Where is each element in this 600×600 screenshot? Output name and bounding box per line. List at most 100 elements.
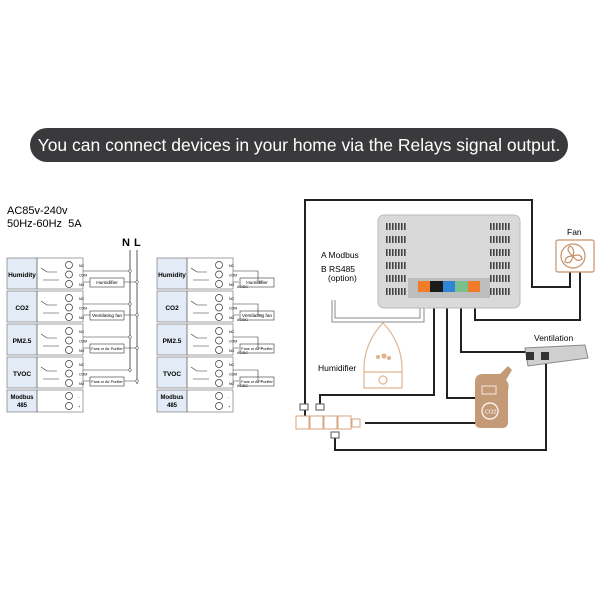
vent-slot <box>493 288 495 295</box>
relay-switch-icon <box>190 300 209 314</box>
vent-slot <box>493 223 495 230</box>
vent-slot <box>499 223 501 230</box>
power-strip-icon <box>295 403 361 439</box>
vent-slot <box>395 236 397 243</box>
vent-slot <box>395 288 397 295</box>
terminal-screw-icon <box>65 303 73 312</box>
terminal-screw-icon <box>65 360 73 368</box>
vent-slot <box>508 288 510 295</box>
vent-slot <box>404 262 406 269</box>
relay-box <box>186 257 234 290</box>
sensor-label-box <box>156 356 188 389</box>
modbus-label: Modbus <box>161 395 185 401</box>
modbus-wire-b <box>331 296 425 323</box>
terminal-screw-icon <box>215 294 223 302</box>
humidifier-plug-wire <box>319 296 435 410</box>
terminal-screw-icon <box>215 360 223 368</box>
vent-slot <box>493 249 495 256</box>
load-label: Fans or Air Purifier <box>241 380 273 384</box>
terminal-label: NO <box>79 349 85 353</box>
load-wire <box>83 270 137 283</box>
vent-slot <box>496 249 498 256</box>
vent-slot <box>392 275 394 282</box>
vent-slot <box>389 249 391 256</box>
vent-slot <box>496 288 498 295</box>
terminal-label: COM <box>79 340 87 344</box>
vent-slot <box>392 262 394 269</box>
vent-slot <box>386 223 388 230</box>
terminal-screw-icon <box>65 369 73 378</box>
vent-slot <box>502 249 504 256</box>
modbus-b-label: B RS485 <box>321 264 355 274</box>
sensor-label-box <box>6 323 38 356</box>
vent-slot <box>401 236 403 243</box>
terminal-label: NC <box>79 297 85 301</box>
load-label: Humidifier <box>246 280 268 286</box>
sensor-label-box <box>156 323 188 356</box>
terminal-screw-icon <box>215 392 223 400</box>
terminal-label: NO <box>79 316 85 320</box>
vent-slot <box>502 288 504 295</box>
sensor-label: Humidity <box>8 272 36 279</box>
vent-slot <box>398 262 400 269</box>
junction-dot <box>128 302 132 306</box>
modbus-option-label: (option) <box>328 273 357 283</box>
load-box <box>239 277 275 288</box>
relay-switch-icon <box>40 333 59 347</box>
vent-slot <box>499 249 501 256</box>
load-label: Fans or Air Purifier <box>91 380 123 384</box>
load-wire <box>83 336 137 349</box>
terminal-label: NC <box>79 330 85 334</box>
load-wire <box>233 303 263 316</box>
relay-switch-icon <box>190 333 209 347</box>
terminal-screw-icon <box>65 402 73 410</box>
vent-slot <box>493 236 495 243</box>
vent-slot <box>508 249 510 256</box>
terminal-screw-icon <box>215 402 223 410</box>
load-label: Ventilating fan <box>242 313 272 319</box>
terminal-screw-icon <box>215 369 223 378</box>
sensor-label: CO2 <box>15 305 29 312</box>
vent-slot <box>392 236 394 243</box>
load-label: Humidifier <box>96 280 118 286</box>
terminal-screw-icon <box>215 303 223 312</box>
load-wire <box>233 336 263 349</box>
sensor-label-box <box>156 290 188 323</box>
sensor-label: TVOC <box>163 371 181 378</box>
terminal-screw-icon <box>65 392 73 400</box>
load-box <box>239 310 275 321</box>
relay-row: CO2 NC COM NO Ventilating fan <box>6 290 139 323</box>
sensor-label: PM2.5 <box>163 338 182 345</box>
vent-slot <box>505 223 507 230</box>
humidifier-icon <box>363 322 403 389</box>
vent-slot <box>502 275 504 282</box>
terminal-label: COM <box>229 340 237 344</box>
terminal-screw-icon <box>65 294 73 302</box>
load-label: Ventilating fan <box>92 313 122 319</box>
terminal-screw-icon <box>65 336 73 345</box>
junction-dot <box>135 379 139 383</box>
power-spec-frequency: 50Hz-60Hz 5A <box>7 218 82 230</box>
sensor-label: TVOC <box>13 371 31 378</box>
vent-slot <box>389 275 391 282</box>
acdc-label: AC/DC <box>237 285 248 289</box>
fan-label: Fan <box>567 227 582 237</box>
terminal-label: COM <box>229 274 237 278</box>
vent-slot <box>493 262 495 269</box>
terminal-label: COM <box>79 307 87 311</box>
vent-slot <box>404 236 406 243</box>
vent-slot <box>392 288 394 295</box>
vent-slot <box>502 236 504 243</box>
relay-switch-icon <box>190 267 209 281</box>
terminal-label: NO <box>229 349 235 353</box>
terminal-screw-icon <box>215 261 223 269</box>
terminal-screw-icon <box>215 280 223 288</box>
sensor-label-box <box>6 356 38 389</box>
vent-slot <box>499 262 501 269</box>
relay-switch-icon <box>40 267 59 281</box>
vent-slot <box>508 275 510 282</box>
vent-slot <box>490 249 492 256</box>
